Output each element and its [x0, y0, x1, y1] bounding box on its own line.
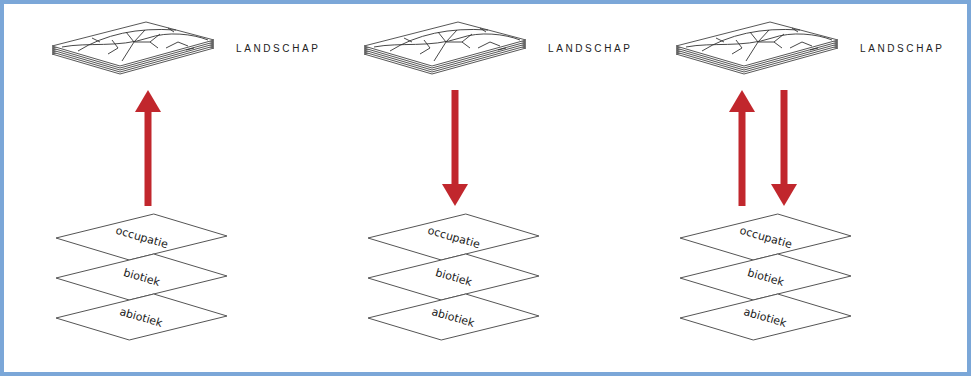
- sheet-outline: [368, 294, 539, 340]
- landscape-map: LANDSCHAP: [48, 18, 321, 80]
- red-arrow: [442, 90, 468, 206]
- map-drawing: [746, 32, 758, 61]
- sheet-outline: [680, 294, 851, 340]
- map-layer: [676, 22, 838, 66]
- layer-sheet: occupatie: [54, 212, 229, 262]
- map-layer: [52, 22, 214, 66]
- map-drawing: [446, 30, 457, 42]
- layer-sheet: abiotiek: [366, 292, 541, 342]
- sheet-outline: [680, 214, 851, 260]
- layer-sheet: biotiek: [366, 252, 541, 302]
- map-drawing: [446, 34, 472, 42]
- map-drawing: [404, 28, 506, 50]
- sheet-outline: [56, 294, 227, 340]
- map-drawing: [462, 42, 470, 48]
- layer-sheet: biotiek: [54, 252, 229, 302]
- map-drawing: [478, 42, 500, 48]
- map-drawing: [732, 40, 742, 54]
- layer-sheet: abiotiek: [54, 292, 229, 342]
- arrow-shaft: [781, 90, 788, 186]
- map-layer: [364, 22, 526, 66]
- arrow-head: [442, 184, 468, 206]
- red-arrow: [135, 90, 161, 206]
- red-arrow: [729, 90, 755, 206]
- map-illustration: [360, 18, 532, 80]
- arrow-head: [135, 90, 161, 112]
- map-drawing: [108, 40, 118, 54]
- arrow-shaft: [145, 110, 152, 206]
- map-drawing: [758, 34, 784, 42]
- sheet-outline: [56, 254, 227, 300]
- sheet-outline: [368, 214, 539, 260]
- red-arrow: [771, 90, 797, 206]
- map-drawing: [420, 40, 430, 54]
- map-drawing: [134, 30, 145, 42]
- map-label: LANDSCHAP: [548, 18, 633, 54]
- layer-sheet: occupatie: [366, 212, 541, 262]
- landscape-map: LANDSCHAP: [360, 18, 633, 80]
- map-illustration: [672, 18, 844, 80]
- map-drawing: [122, 32, 134, 61]
- layer-sheet: biotiek: [678, 252, 853, 302]
- map-drawing: [758, 30, 769, 42]
- map-drawing: [134, 34, 160, 42]
- sheet-outline: [680, 254, 851, 300]
- sheet-outline: [368, 254, 539, 300]
- map-label: LANDSCHAP: [236, 18, 321, 54]
- map-drawing: [716, 28, 818, 50]
- arrow-head: [729, 90, 755, 112]
- sheet-outline: [56, 214, 227, 260]
- map-drawing: [434, 32, 446, 61]
- arrow-shaft: [739, 110, 746, 206]
- layer-sheet: abiotiek: [678, 292, 853, 342]
- arrow-shaft: [452, 90, 459, 186]
- map-label: LANDSCHAP: [860, 18, 945, 54]
- arrow-head: [771, 184, 797, 206]
- map-drawing: [790, 42, 812, 48]
- landscape-map: LANDSCHAP: [672, 18, 945, 80]
- map-drawing: [150, 42, 158, 48]
- map-illustration: [48, 18, 220, 80]
- layer-sheet: occupatie: [678, 212, 853, 262]
- map-drawing: [166, 42, 188, 48]
- map-drawing: [92, 28, 194, 50]
- map-drawing: [774, 42, 782, 48]
